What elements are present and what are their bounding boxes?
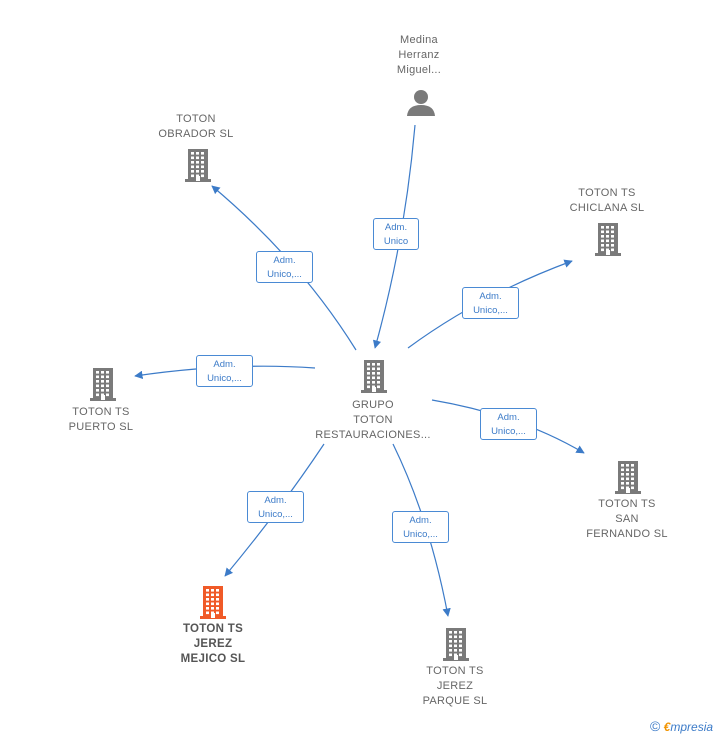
node-label-person[interactable]: Medina Herranz Miguel... (396, 34, 442, 76)
node-label-san-fernando[interactable]: TOTON TS SAN FERNANDO SL (586, 498, 668, 540)
node-label-parque[interactable]: TOTON TS JEREZ PARQUE SL (422, 665, 488, 707)
node-label-mejico[interactable]: TOTON TS JEREZ MEJICO SL (180, 623, 246, 665)
edge-label-mejico[interactable]: Adm. Unico,... (247, 491, 304, 523)
building-icon-mejico (198, 584, 228, 625)
building-icon-parque (441, 626, 471, 667)
edge-label-puerto[interactable]: Adm. Unico,... (196, 355, 253, 387)
building-icon-chiclana (593, 221, 623, 262)
edge-label-parque[interactable]: Adm. Unico,... (392, 511, 449, 543)
edge-label-obrador[interactable]: Adm. Unico,... (256, 251, 313, 283)
node-label-puerto[interactable]: TOTON TS PUERTO SL (68, 406, 134, 433)
copyright-symbol: © (650, 718, 661, 734)
copyright-notice: © €mpresia (650, 718, 713, 734)
building-icon-center (359, 358, 389, 399)
edge-label-chiclana[interactable]: Adm. Unico,... (462, 287, 519, 319)
edge-label-san-fernando[interactable]: Adm. Unico,... (480, 408, 537, 440)
building-icon-san-fernando (613, 459, 643, 500)
node-label-center[interactable]: GRUPO TOTON RESTAURACIONES... (315, 399, 431, 441)
person-icon (406, 88, 436, 123)
brand-name[interactable]: mpresia (670, 720, 714, 734)
brand-initial: € (663, 720, 671, 734)
node-label-chiclana[interactable]: TOTON TS CHICLANA SL (569, 187, 645, 214)
edge-label-person[interactable]: Adm. Unico (373, 218, 419, 250)
building-icon-obrador (183, 147, 213, 188)
building-icon-puerto (88, 366, 118, 407)
node-label-obrador[interactable]: TOTON OBRADOR SL (158, 113, 234, 140)
